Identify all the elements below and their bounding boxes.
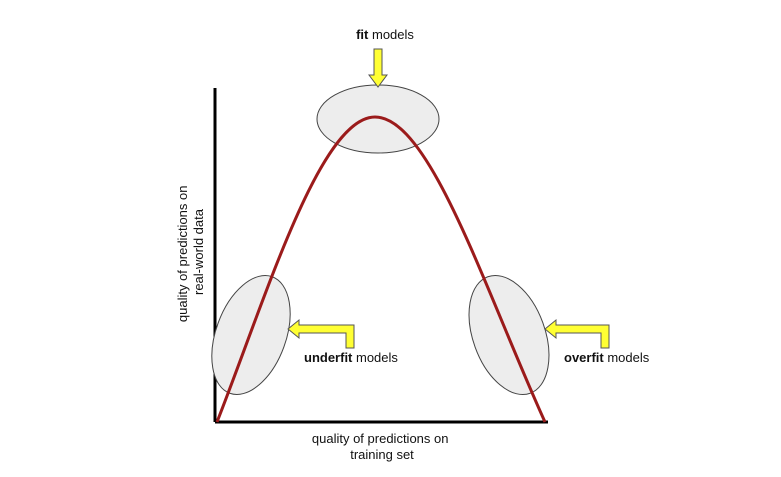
performance-curve xyxy=(215,115,547,423)
fit-models-label: fit models xyxy=(356,27,414,42)
x-axis-label: quality of predictions on training set xyxy=(312,431,452,462)
overfit-models-label: overfit models xyxy=(564,350,650,365)
block-arrow-icon xyxy=(368,48,388,88)
fit-region-ellipse xyxy=(316,84,440,154)
block-arrow-icon xyxy=(287,318,355,349)
underfit-models-label: underfit models xyxy=(304,350,398,365)
y-axis-label: quality of predictions on real-world dat… xyxy=(175,182,206,322)
pointer-arrows xyxy=(287,48,610,349)
block-arrow-icon xyxy=(544,318,610,349)
